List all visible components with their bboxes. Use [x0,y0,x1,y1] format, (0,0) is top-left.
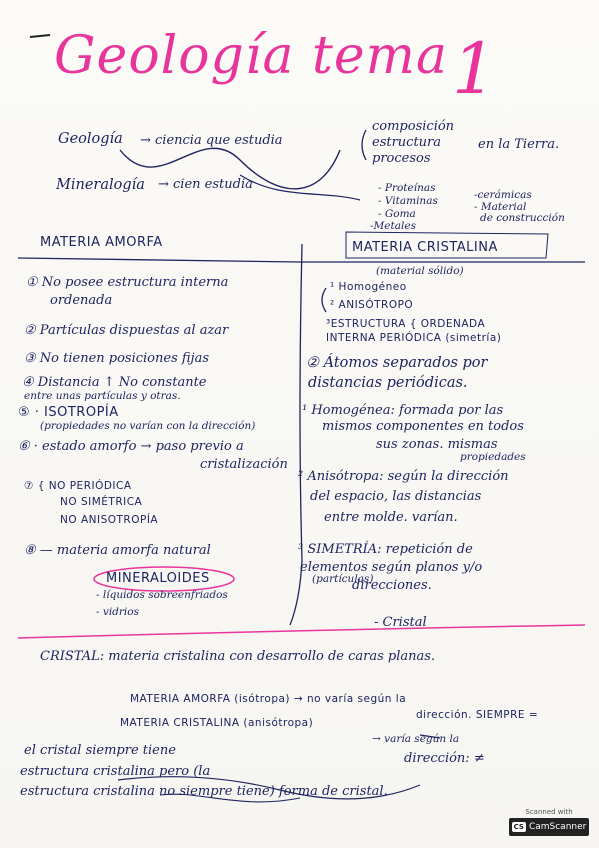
amorfa-item-8: ⑧ — materia amorfa natural [24,543,211,558]
amorfa-item-3: ③ No tienen posiciones fijas [24,351,210,366]
camscanner-logo: CS CamScanner [509,818,589,836]
scratch-mark [29,34,51,38]
simetria-def-c: direcciones. [352,578,432,593]
wavy-underline [117,776,421,800]
simetria-def-particulas: (partículas) [312,573,374,585]
scribble-arrow [119,147,341,190]
amorfa-item-4: ④ Distancia ↑ No constante [22,375,207,390]
camscanner-icon: CS [511,822,526,832]
composicion-text: composición [372,119,455,134]
list-item-vitaminas: - Vitaminas [378,195,438,207]
amorfa-item-2: ② Partículas dispuestas al azar [24,323,229,338]
amorfa-item-5: ⑤ · ISOTROPÍA [18,405,119,420]
amorfa-item-6: ⑥ · estado amorfo → paso previo a [18,439,244,454]
list-item-metales: -Metales [370,220,416,232]
summary-line-3b: dirección: ≠ [404,751,485,766]
homogenea-def-c: sus zonas. mismas [376,437,498,452]
procesos-text: procesos [372,151,431,166]
scribble-arrow-2 [239,174,361,201]
geologia-term: Geología [58,131,123,147]
amorfa-item-4b: entre unas partículas y otras. [24,390,181,402]
cristalina-item-3b: INTERNA PERIÓDICA (simetría) [326,332,502,344]
camscanner-badge: Scanned with CS CamScanner [509,808,589,842]
mineraloides-ellipse [93,566,235,592]
list-item-construccion: de construcción [480,212,565,224]
list-item-ceramicas: -cerámicas [474,189,532,201]
intro-bracket [361,129,367,161]
right-bracket [321,287,327,313]
estructura-text: estructura [372,135,442,150]
cristal-definition: CRISTAL: materia cristalina con desarrol… [40,649,436,664]
amorfa-item-6b: cristalización [200,457,288,472]
summary-line-4: estructura cristalina pero (la [20,764,211,779]
homogenea-def-d: propiedades [460,451,526,463]
cristalina-atomos: ② Átomos separados por [306,355,488,371]
left-divider [17,257,301,263]
page-title: Geología tema [54,26,448,86]
amorfa-item-1: ① No posee estructura interna [26,275,229,290]
cristalina-item-3: ³ESTRUCTURA { ORDENADA [326,318,486,330]
summary-line-5: estructura cristalina no siempre tiene) … [20,784,388,799]
scanned-with-label: Scanned with [525,808,573,816]
list-item-material: - Material [474,201,527,213]
title-number: 1 [452,28,497,110]
arrow-mark [419,734,441,739]
cristalina-item-2: ² ANISÓTROPO [330,299,414,311]
summary-line-2: MATERIA CRISTALINA (anisótropa) [120,717,314,729]
anisotropa-def-c: entre molde. varían. [324,510,458,525]
summary-line-3: el cristal siempre tiene [24,743,176,758]
summary-line-1: MATERIA AMORFA (isótropa) → no varía seg… [130,693,407,705]
amorfa-item-7b: NO SIMÉTRICA [60,496,143,508]
amorfa-item-5b: (propiedades no varían con la dirección) [40,420,256,432]
mineralogia-term: Mineralogía [56,177,145,193]
cristal-label: - Cristal [374,615,427,630]
list-item-proteinas: - Proteínas [378,182,436,194]
amorfa-item-1b: ordenada [50,293,113,308]
anisotropa-def: ² Anisótropa: según la dirección [298,469,509,484]
materia-amorfa-heading: MATERIA AMORFA [40,235,163,250]
homogenea-def: ¹ Homogénea: formada por las [302,403,504,418]
cristalina-item-1: ¹ Homogéneo [330,281,407,293]
amorfa-item-7c: NO ANISOTROPÍA [60,514,159,526]
simetria-def-b: elementos según planos y/o [300,560,483,575]
simetria-def: ³ SIMETRÍA: repetición de [298,542,473,557]
mineraloides-label: MINERALOIDES [106,571,210,586]
homogenea-def-b: mismos componentes en todos [322,419,524,434]
camscanner-brand: CamScanner [528,822,587,832]
amorfa-item-7: ⑦ { NO PERIÓDICA [24,480,132,492]
vertical-divider [289,243,303,626]
material-solido-subheading: (material sólido) [376,265,464,277]
amorfa-item-8c: - vidrios [96,606,139,618]
pink-line [17,624,586,639]
amorfa-item-8b: - líquidos sobreenfriados [96,589,228,601]
cristalina-atomos-b: distancias periódicas. [308,375,468,391]
summary-line-2b: → varía según la [372,733,460,745]
anisotropa-def-b: del espacio, las distancias [310,489,482,504]
summary-line-1b: dirección. SIEMPRE = [416,709,539,721]
en-la-tierra-text: en la Tierra. [478,137,560,152]
wavy-underline-2 [159,793,301,803]
ciencia-text: → ciencia que estudia [140,133,283,148]
cristalina-box [345,231,549,259]
cien-estudia-text: → cien estudia [158,177,253,192]
list-item-goma: - Goma [378,208,416,220]
materia-cristalina-heading: MATERIA CRISTALINA [352,240,498,255]
